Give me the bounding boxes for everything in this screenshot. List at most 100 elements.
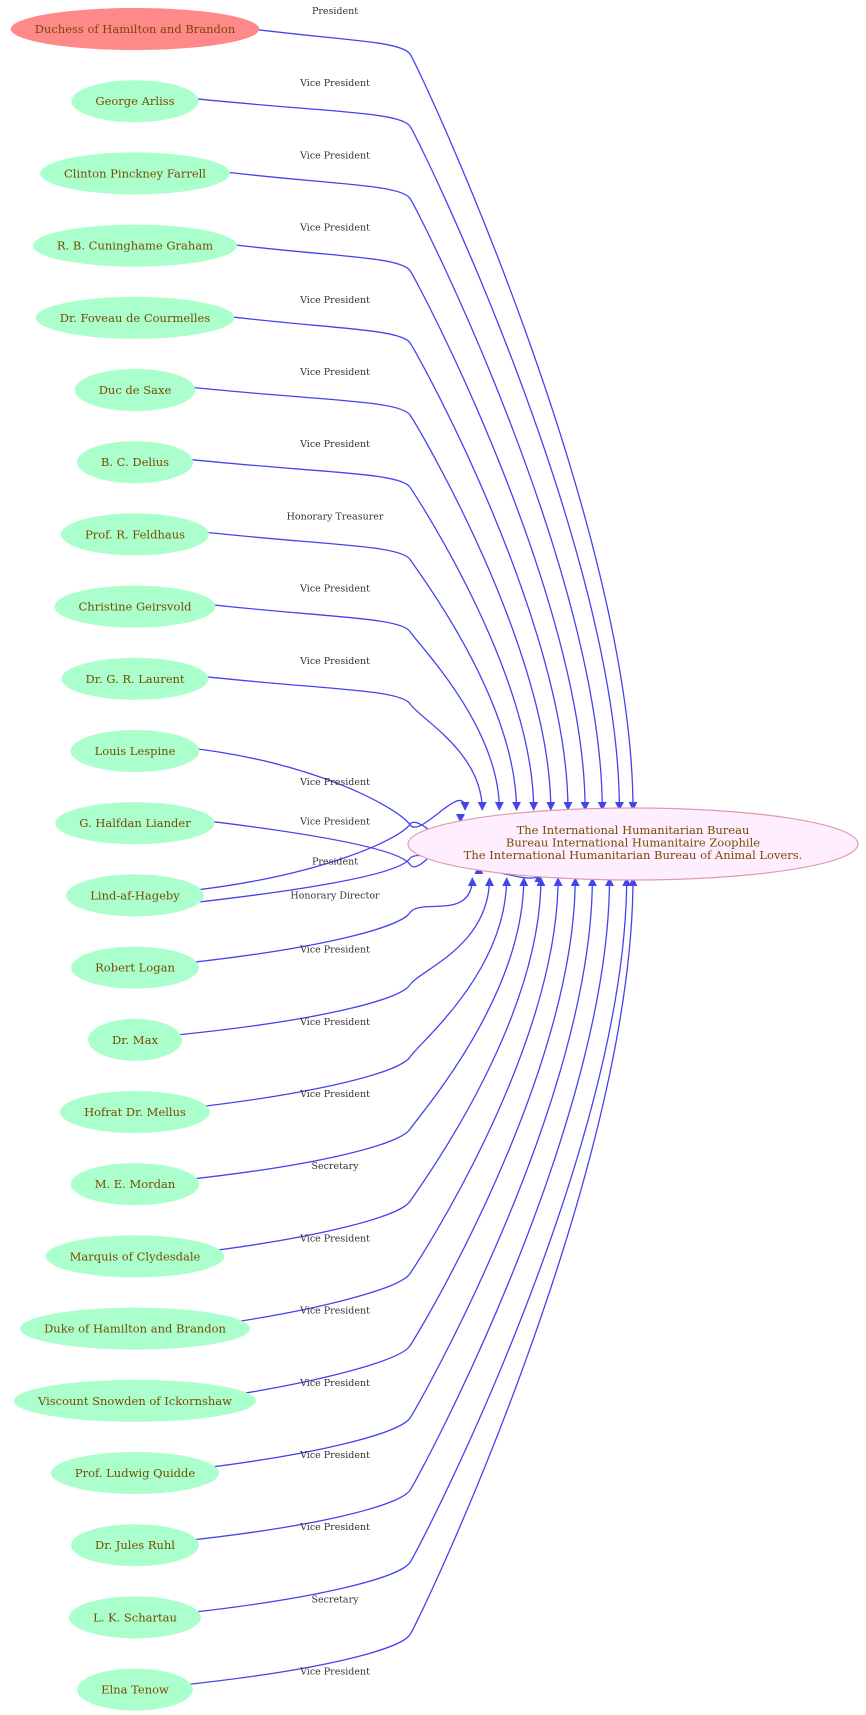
member-node: Duke of Hamilton and Brandon (20, 1307, 250, 1350)
member-node-shape (77, 1668, 193, 1711)
member-node: G. Halfdan Liander (55, 802, 215, 845)
relation-label: Vice President (299, 439, 370, 450)
member-node-shape (50, 1452, 220, 1494)
member-name: George Arliss (95, 94, 174, 108)
member-name: Duchess of Hamilton and Brandon (35, 22, 236, 36)
relation-label: Vice President (299, 295, 370, 306)
member-node: Prof. R. Feldhaus (60, 513, 210, 556)
relation-label: Vice President (299, 817, 370, 828)
member-node: Dr. Jules Ruhl (71, 1524, 199, 1567)
member-node: Dr. Foveau de Courmelles (35, 296, 235, 339)
member-name: Dr. Foveau de Courmelles (60, 311, 211, 325)
relation-edge (176, 457, 539, 811)
relation-label: Vice President (299, 945, 370, 956)
relation-edge (199, 877, 546, 1254)
member-node-shape (54, 585, 216, 628)
member-name: Clinton Pinckney Farrell (64, 166, 206, 180)
relation-edge (192, 601, 504, 811)
member-name: Prof. R. Feldhaus (85, 527, 185, 541)
relation-edge (180, 96, 624, 811)
hub-label-line: The International Humanitarian Bureau of… (464, 848, 803, 862)
member-node: Marquis of Clydesdale (45, 1235, 225, 1278)
member-node-shape (40, 152, 230, 195)
member-node-shape (55, 802, 215, 845)
relation-edge (206, 313, 573, 811)
relation-label: Vice President (299, 1233, 370, 1244)
member-node-shape (71, 1524, 199, 1567)
member-node-shape (76, 441, 194, 484)
member-node: Dr. Max (88, 1018, 182, 1061)
member-node-shape (35, 296, 235, 339)
member-name: L. K. Schartau (93, 1610, 177, 1624)
member-node: Christine Geirsvold (54, 585, 216, 628)
relation-edge (188, 529, 522, 811)
member-node: Clinton Pinckney Farrell (40, 152, 230, 195)
member-node: Dr. G. R. Laurent (61, 657, 209, 700)
relation-edge (195, 877, 597, 1470)
relation-edge (208, 240, 590, 811)
relation-label: Secretary (311, 1594, 359, 1605)
member-node-shape (20, 1307, 250, 1350)
member-node-shape (66, 874, 204, 917)
member-name: B. C. Delius (101, 455, 169, 469)
member-node-shape (70, 730, 200, 772)
member-node: George Arliss (71, 80, 199, 123)
member-node: Louis Lespine (70, 730, 200, 772)
member-node: Viscount Snowden of Ickornshaw (13, 1379, 257, 1422)
relation-edge (188, 877, 512, 1109)
relation-edge (180, 877, 477, 965)
hub-label-line: Bureau International Humanitaire Zoophil… (506, 836, 760, 850)
member-node-shape (32, 224, 238, 267)
member-node: Elna Tenow (77, 1668, 193, 1711)
relation-label: Vice President (299, 1522, 370, 1533)
relation-label: Vice President (299, 1378, 370, 1389)
member-node-shape (10, 8, 260, 50)
member-node-shape (61, 657, 209, 700)
member-name: Lind-af-Hageby (90, 888, 180, 902)
member-name: Christine Geirsvold (79, 600, 193, 614)
relation-edge (168, 877, 495, 1037)
hub-label-line: The International Humanitarian Bureau (517, 823, 750, 837)
member-name: G. Halfdan Liander (79, 816, 191, 830)
member-node-shape (88, 1018, 182, 1061)
member-name: Dr. G. R. Laurent (85, 672, 184, 686)
relation-edge (224, 24, 638, 811)
member-node: Prof. Ludwig Quidde (50, 1452, 220, 1494)
relation-label: President (312, 6, 358, 17)
member-name: Marquis of Clydesdale (70, 1249, 201, 1263)
relation-label: Vice President (299, 1017, 370, 1028)
relation-label: Vice President (299, 1450, 370, 1461)
member-node: Lind-af-Hageby (66, 874, 204, 917)
member-node-shape (71, 80, 199, 123)
hub-node: The International Humanitarian BureauBur… (407, 807, 859, 881)
member-node-shape (70, 1163, 200, 1206)
member-node-shape (45, 1235, 225, 1278)
member-node: R. B. Cuninghame Graham (32, 224, 238, 267)
member-node-shape (69, 1596, 201, 1639)
member-name: Viscount Snowden of Ickornshaw (37, 1394, 232, 1408)
member-name: Duc de Saxe (99, 383, 172, 397)
relation-label: Honorary Treasurer (287, 511, 384, 522)
member-node: B. C. Delius (76, 441, 194, 484)
member-name: Hofrat Dr. Mellus (84, 1105, 186, 1119)
relation-label: Vice President (299, 150, 370, 161)
hub-node-shape (407, 807, 859, 881)
member-name: Elna Tenow (101, 1683, 169, 1697)
relation-label: Vice President (299, 78, 370, 89)
relation-edge (181, 877, 615, 1542)
member-node: Duc de Saxe (74, 369, 196, 411)
member-node-shape (60, 513, 210, 556)
member-name: Louis Lespine (95, 744, 176, 758)
member-name: Dr. Jules Ruhl (95, 1538, 175, 1552)
relation-label: Vice President (299, 656, 370, 667)
member-name: Robert Logan (95, 961, 175, 975)
member-node-shape (71, 946, 199, 989)
member-node: M. E. Mordan (70, 1163, 200, 1206)
relation-edge (181, 746, 470, 828)
relation-edge (203, 168, 607, 811)
member-node: L. K. Schartau (69, 1596, 201, 1639)
member-node: Robert Logan (71, 946, 199, 989)
relation-edge (217, 877, 563, 1326)
